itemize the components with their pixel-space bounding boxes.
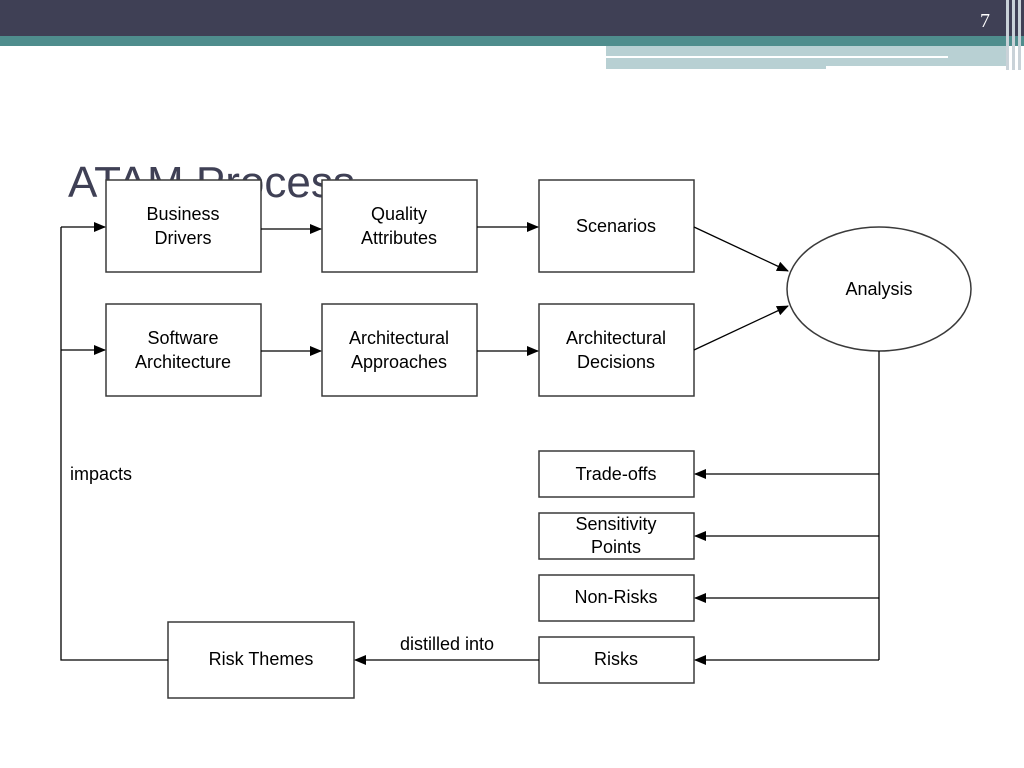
node-architectural-approaches: Architectural Approaches bbox=[321, 303, 478, 397]
node-risks: Risks bbox=[538, 636, 695, 684]
node-risk-themes: Risk Themes bbox=[167, 621, 355, 699]
node-quality-attributes: Quality Attributes bbox=[321, 179, 478, 273]
edge-scenarios-to-analysis bbox=[693, 226, 789, 272]
node-architectural-decisions: Architectural Decisions bbox=[538, 303, 695, 397]
node-software-architecture: Software Architecture bbox=[105, 303, 262, 397]
node-business-drivers-line1: Business bbox=[146, 204, 219, 224]
edge-bar bbox=[1012, 0, 1015, 70]
node-business-drivers-line2: Drivers bbox=[155, 228, 212, 248]
edge-decisions-to-analysis bbox=[693, 305, 789, 351]
node-trade-offs: Trade-offs bbox=[538, 450, 695, 498]
header-accent-line-lower bbox=[606, 66, 826, 69]
node-risk-themes-label: Risk Themes bbox=[209, 649, 314, 669]
edge-bar bbox=[1018, 0, 1021, 70]
node-scenarios-label: Scenarios bbox=[576, 216, 656, 236]
node-non-risks: Non-Risks bbox=[538, 574, 695, 622]
node-scenarios: Scenarios bbox=[538, 179, 695, 273]
node-software-architecture-line2: Architecture bbox=[135, 352, 231, 372]
edge-risk-themes-feedback bbox=[60, 227, 168, 661]
node-quality-attributes-line2: Attributes bbox=[361, 228, 437, 248]
edge-bar bbox=[1006, 0, 1009, 70]
header-accent-line bbox=[606, 56, 948, 58]
edge-label-impacts: impacts bbox=[70, 464, 132, 484]
header-banner bbox=[0, 0, 1024, 36]
node-risks-label: Risks bbox=[594, 649, 638, 669]
node-architectural-approaches-line2: Approaches bbox=[351, 352, 447, 372]
node-trade-offs-label: Trade-offs bbox=[575, 464, 656, 484]
node-non-risks-label: Non-Risks bbox=[574, 587, 657, 607]
node-business-drivers: Business Drivers bbox=[105, 179, 262, 273]
node-sensitivity-points: Sensitivity Points bbox=[538, 512, 695, 560]
node-sensitivity-points-line1: Sensitivity bbox=[575, 514, 656, 534]
node-architectural-approaches-line1: Architectural bbox=[349, 328, 449, 348]
node-sensitivity-points-line2: Points bbox=[591, 537, 641, 557]
node-architectural-decisions-line1: Architectural bbox=[566, 328, 666, 348]
node-analysis-label: Analysis bbox=[845, 279, 912, 299]
node-quality-attributes-line1: Quality bbox=[371, 204, 427, 224]
node-analysis: Analysis bbox=[786, 226, 972, 352]
node-software-architecture-line1: Software bbox=[147, 328, 218, 348]
edge-label-distilled-into: distilled into bbox=[400, 634, 494, 654]
header-stripe bbox=[0, 36, 1024, 46]
slide-number: 7 bbox=[980, 10, 990, 32]
node-architectural-decisions-line2: Decisions bbox=[577, 352, 655, 372]
